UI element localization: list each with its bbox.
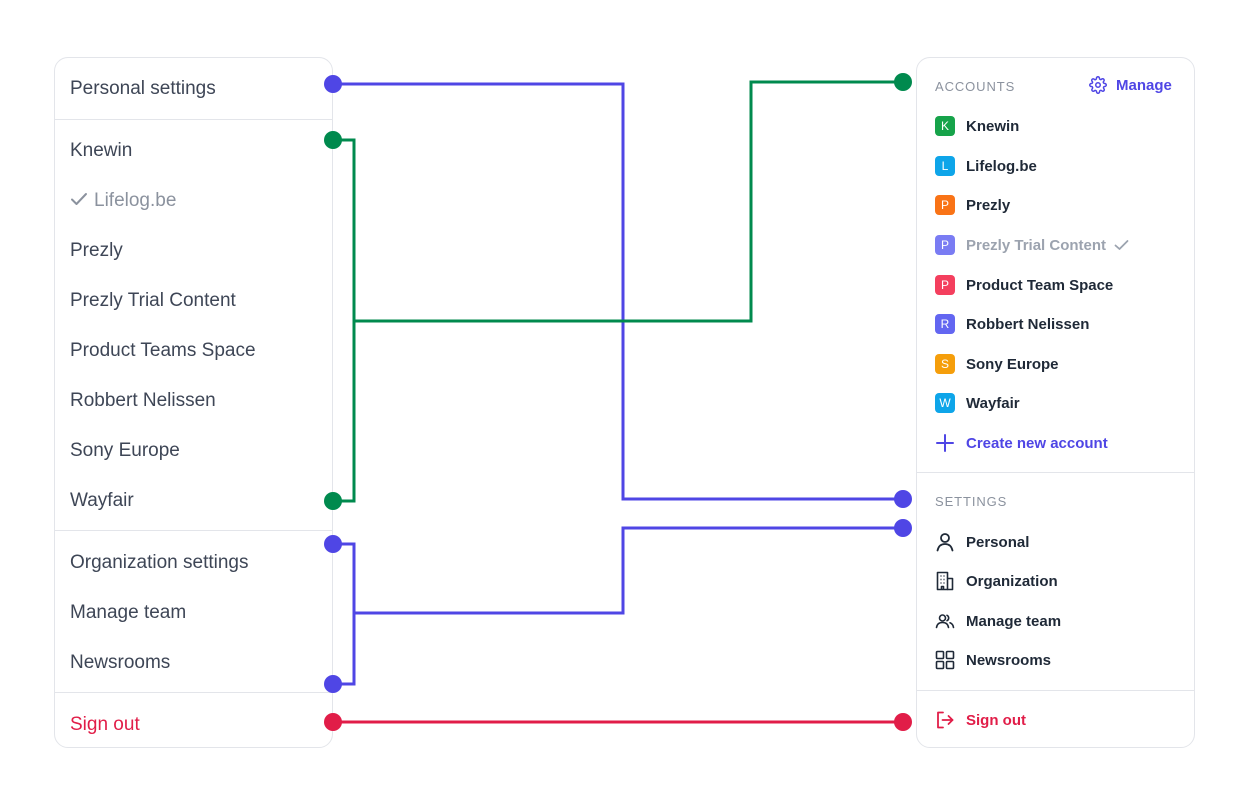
left-organization-settings[interactable]: Organization settings [70,552,249,573]
left-manage-team[interactable]: Manage team [70,602,187,623]
account-avatar: R [935,314,955,334]
left-account-label: Lifelog.be [94,190,177,211]
manage-label: Manage [1116,76,1172,94]
left-sign-out[interactable]: Sign out [70,714,140,735]
account-item[interactable]: P Prezly [935,194,1186,216]
settings-label: Personal [966,533,1030,551]
connector-organization-bracket [333,542,356,686]
account-item[interactable]: K Knewin [935,115,1186,137]
right-divider [917,690,1194,691]
left-account-item[interactable]: Product Teams Space [70,340,256,361]
left-account-item[interactable]: Robbert Nelissen [70,390,216,411]
connector-dot [324,675,342,693]
account-label: Prezly Trial Content [966,236,1107,254]
account-avatar: P [935,195,955,215]
grid-icon [935,650,955,670]
settings-label: Newsrooms [966,651,1052,669]
left-divider [55,119,332,120]
account-avatar: P [935,235,955,255]
users-icon [935,611,955,631]
left-divider [55,530,332,531]
account-avatar: S [935,354,955,374]
logout-icon [935,710,955,730]
left-divider [55,692,332,693]
settings-item-personal[interactable]: Personal [935,531,1186,553]
right-divider [917,472,1194,473]
account-avatar: K [935,116,955,136]
account-label: Lifelog.be [966,157,1037,175]
account-label: Product Team Space [966,276,1114,294]
left-account-item[interactable]: Prezly Trial Content [70,290,236,311]
account-label: Robbert Nelissen [966,315,1090,333]
account-item[interactable]: R Robbert Nelissen [935,313,1186,335]
check-icon [70,189,88,213]
check-icon [1114,239,1129,251]
connector-organization [354,526,903,615]
left-account-item[interactable]: Sony Europe [70,440,180,461]
building-icon [935,571,955,591]
left-account-item[interactable]: Prezly [70,240,123,261]
account-item[interactable]: L Lifelog.be [935,155,1186,177]
connector-dot [324,535,342,553]
left-newsrooms[interactable]: Newsrooms [70,652,171,673]
left-menu-panel: Personal settings Knewin Lifelog.be Prez… [54,57,333,748]
connector-dot [324,713,342,731]
account-item[interactable]: S Sony Europe [935,353,1186,375]
gear-icon [1089,76,1107,94]
connector-dot [894,73,912,91]
left-account-item-active[interactable]: Lifelog.be [70,189,324,213]
account-avatar: L [935,156,955,176]
account-label: Knewin [966,117,1020,135]
create-account-label: Create new account [966,434,1108,452]
user-icon [935,532,955,552]
left-personal-settings[interactable]: Personal settings [70,78,216,99]
connector-dot [894,713,912,731]
account-avatar: W [935,393,955,413]
settings-label: Manage team [966,612,1062,630]
settings-item-organization[interactable]: Organization [935,570,1186,592]
account-label: Wayfair [966,394,1020,412]
account-label: Prezly [966,196,1011,214]
left-account-item[interactable]: Knewin [70,140,133,161]
settings-item-newsrooms[interactable]: Newsrooms [935,649,1186,671]
account-item[interactable]: W Wayfair [935,392,1186,414]
account-item-active[interactable]: P Prezly Trial Content [935,234,1186,256]
connector-dot [894,490,912,508]
settings-header: SETTINGS [935,494,1008,509]
create-account-button[interactable]: Create new account [935,432,1186,454]
settings-item-manage-team[interactable]: Manage team [935,610,1186,632]
sign-out-label: Sign out [966,711,1026,729]
account-label: Sony Europe [966,355,1059,373]
connector-accounts-bracket [333,138,356,503]
left-account-item[interactable]: Wayfair [70,490,134,511]
connector-dot [894,519,912,537]
plus-icon [935,433,955,453]
account-avatar: P [935,275,955,295]
right-menu-panel: ACCOUNTS Manage K Knewin L Lifelog.be P Pre… [916,57,1195,748]
connector-dot [324,75,342,93]
connector-personal-settings [333,82,903,501]
sign-out-button[interactable]: Sign out [935,709,1186,731]
account-item[interactable]: P Product Team Space [935,274,1186,296]
connector-dot [324,492,342,510]
settings-label: Organization [966,572,1058,590]
accounts-header: ACCOUNTS [935,79,1016,94]
connector-accounts [354,80,903,323]
connector-dot [324,131,342,149]
manage-button[interactable]: Manage [1089,76,1172,94]
